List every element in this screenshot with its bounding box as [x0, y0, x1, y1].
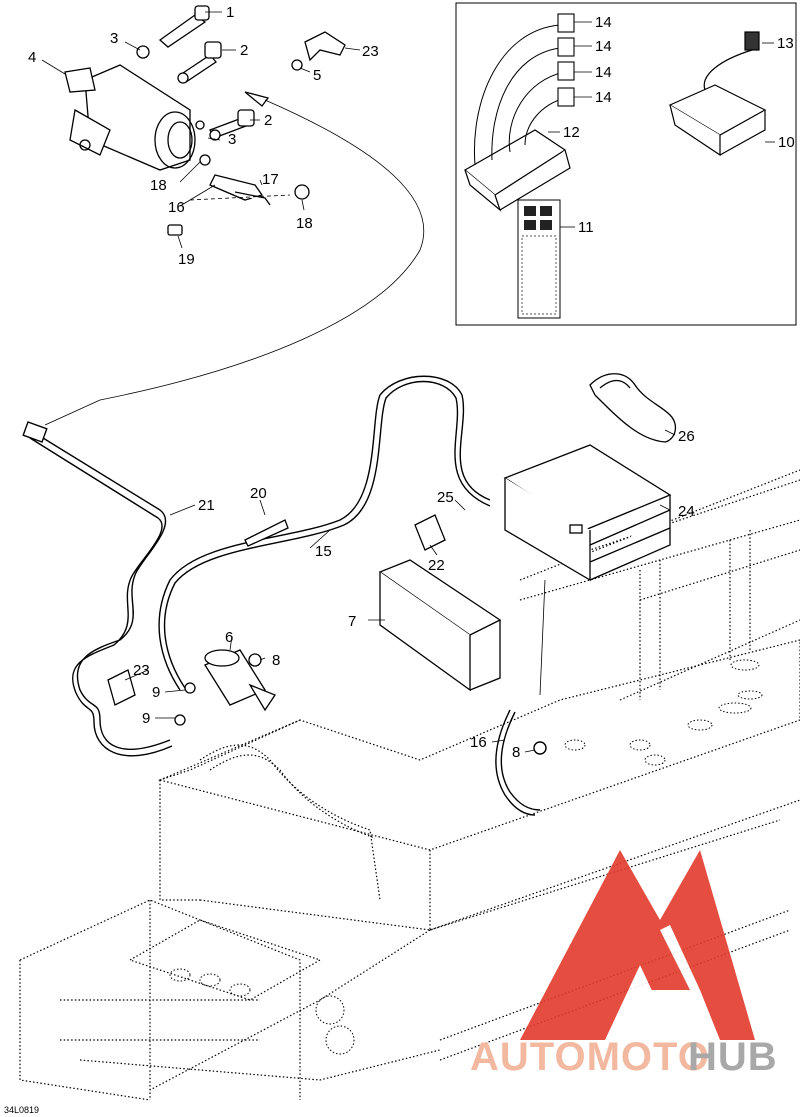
relay-block [668, 31, 767, 157]
callout-12: 12 [563, 124, 580, 141]
fuse-holder [463, 129, 571, 212]
callout-16-lower: 16 [470, 734, 487, 751]
callout-1: 1 [226, 4, 234, 21]
callout-5: 5 [313, 67, 321, 84]
fuse-box-inset-frame [455, 2, 797, 326]
callout-19: 19 [178, 251, 195, 268]
callout-2-top: 2 [240, 42, 248, 59]
callout-7: 7 [348, 613, 356, 630]
callout-17: 17 [262, 171, 279, 188]
tunnel-holes [169, 659, 763, 1055]
callout-8-ground: 8 [512, 744, 520, 761]
callout-15: 15 [315, 543, 332, 560]
callout-14-a: 14 [595, 14, 612, 31]
drawing-code: 34L0819 [4, 1105, 39, 1115]
callout-21: 21 [198, 497, 215, 514]
callout-3-mid: 3 [228, 131, 236, 148]
callout-24: 24 [678, 503, 695, 520]
callout-labels: 1 2 2 3 3 4 5 6 7 8 8 9 9 10 11 12 13 14… [28, 4, 795, 761]
callout-10: 10 [778, 134, 795, 151]
callout-14-c: 14 [595, 64, 612, 81]
callout-9-lower: 9 [142, 710, 150, 727]
reference-line [189, 194, 291, 201]
chassis-frame [19, 469, 800, 1101]
callout-16-top: 16 [168, 199, 185, 216]
watermark-logo [520, 850, 755, 1040]
leader-lines [41, 11, 775, 753]
callout-18-left: 18 [150, 177, 167, 194]
starter-solenoid [174, 649, 276, 726]
callout-23-lower: 23 [133, 662, 150, 679]
ground-cable [22, 421, 173, 757]
callout-6: 6 [225, 629, 233, 646]
bolt-parts [136, 5, 346, 236]
fuse-label-sticker [517, 199, 561, 319]
fuse-icons [557, 13, 575, 107]
starter-motor [64, 64, 205, 171]
callout-22: 22 [428, 557, 445, 574]
triangle-logo-icon [520, 850, 755, 1040]
ground-strap [495, 579, 547, 816]
callout-14-b: 14 [595, 38, 612, 55]
reference-line [44, 99, 425, 426]
callout-14-d: 14 [595, 89, 612, 106]
battery [503, 444, 672, 582]
callout-2-mid: 2 [264, 112, 272, 129]
callout-18-right: 18 [296, 215, 313, 232]
battery-strap [589, 373, 677, 443]
callout-8-solenoid: 8 [272, 652, 280, 669]
battery-cable [158, 375, 491, 691]
callout-13: 13 [777, 35, 794, 52]
callout-3-top: 3 [110, 30, 118, 47]
callout-9-upper: 9 [152, 684, 160, 701]
callout-25: 25 [437, 489, 454, 506]
callout-11: 11 [578, 219, 594, 236]
watermark-text-part2: HUB [688, 1035, 778, 1079]
watermark-text-part1: AUTOMOTO [470, 1035, 710, 1079]
callout-23-top: 23 [362, 43, 379, 60]
callout-4: 4 [28, 49, 36, 66]
battery-pad [378, 559, 502, 692]
callout-26: 26 [678, 428, 695, 445]
callout-20: 20 [250, 485, 267, 502]
